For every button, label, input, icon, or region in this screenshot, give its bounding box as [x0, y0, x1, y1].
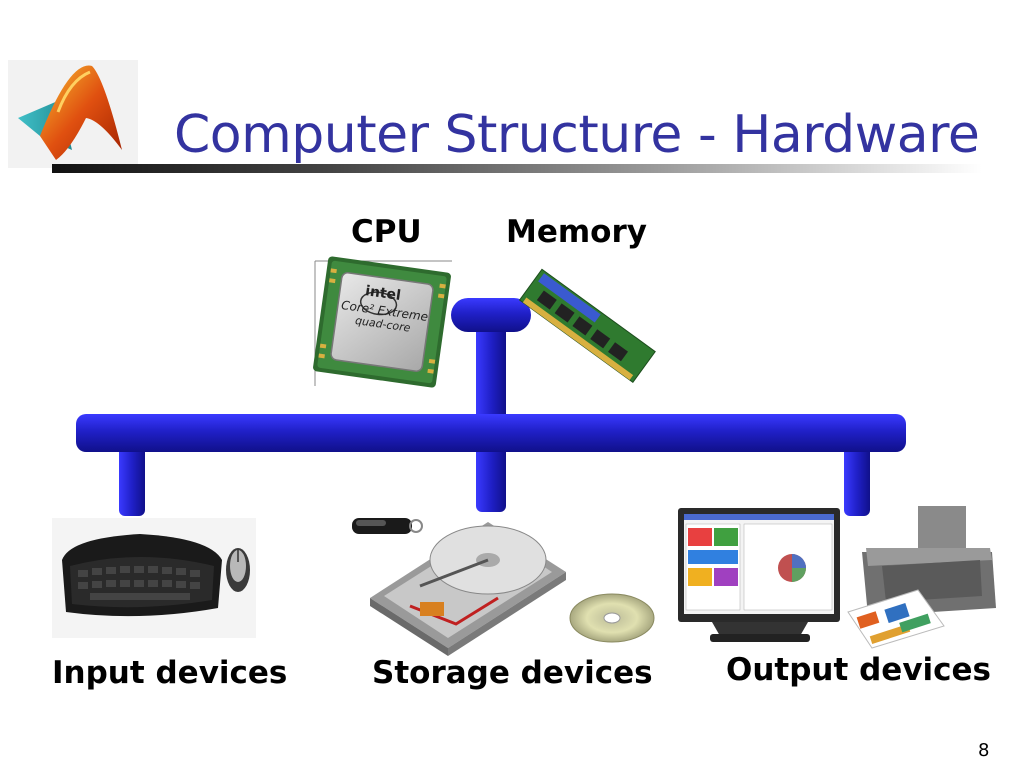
bus-connector-input	[119, 440, 145, 516]
bus-connector-cpu-memory	[476, 318, 506, 424]
input-devices-label: Input devices	[52, 655, 288, 691]
bus-connector-output	[844, 440, 870, 516]
output-devices-label: Output devices	[726, 652, 992, 688]
page-number: 8	[978, 740, 990, 761]
memory-label: Memory	[506, 214, 647, 250]
cpu-label: CPU	[351, 214, 422, 250]
slide-title: Computer Structure - Hardware	[174, 105, 980, 165]
title-divider	[52, 164, 982, 173]
cpu-chip-text: intel Core² Extreme quad-core	[332, 279, 437, 337]
bus-cap	[451, 298, 531, 332]
storage-devices-label: Storage devices	[372, 655, 653, 691]
bus-connector-storage	[476, 440, 506, 512]
bus-main	[76, 414, 906, 452]
